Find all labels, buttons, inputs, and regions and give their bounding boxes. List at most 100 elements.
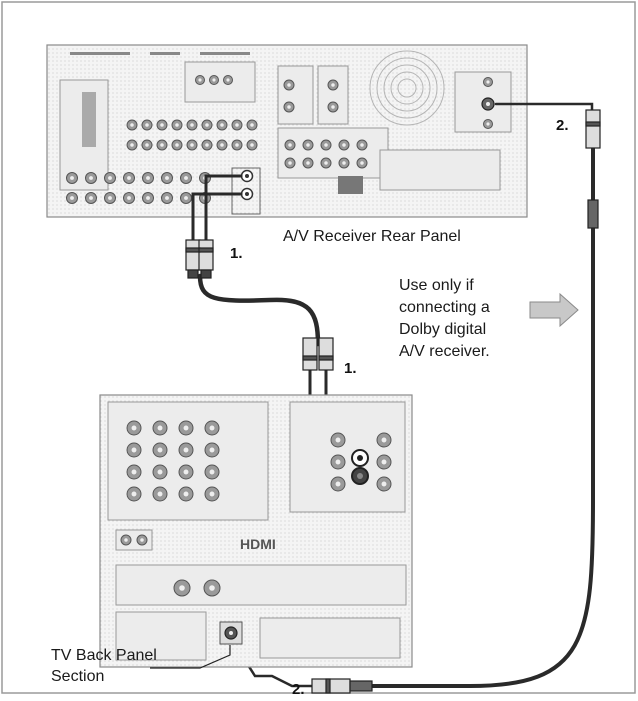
receiver-jack-center bbox=[486, 80, 490, 84]
tv-leader-line bbox=[150, 645, 231, 669]
tv-title-line-1: TV Back Panel bbox=[51, 647, 157, 664]
note-line-2: connecting a bbox=[399, 299, 490, 316]
tv-jack-center bbox=[209, 469, 215, 475]
tv-jack-center bbox=[131, 469, 137, 475]
receiver-jack-center bbox=[89, 196, 93, 200]
receiver-jack-center bbox=[70, 196, 74, 200]
tv-jack-center bbox=[131, 425, 137, 431]
receiver-jack-center bbox=[324, 161, 328, 165]
receiver-jack-center bbox=[165, 196, 169, 200]
rca-plugs-receiver bbox=[185, 239, 214, 279]
tv-jacks bbox=[120, 420, 392, 597]
step-2-top: 2. bbox=[556, 117, 569, 134]
receiver-jack-center bbox=[145, 123, 149, 127]
tv-jack-center bbox=[209, 447, 215, 453]
step-1-top: 1. bbox=[230, 245, 243, 262]
tv-jack-center bbox=[381, 481, 387, 487]
tv-title-line-2: Section bbox=[51, 668, 104, 685]
receiver-jack-center bbox=[287, 105, 291, 109]
receiver-jack-center bbox=[306, 161, 310, 165]
receiver-jack-center bbox=[331, 83, 335, 87]
receiver-jack-center bbox=[160, 123, 164, 127]
receiver-jack-center bbox=[360, 143, 364, 147]
receiver-jack-center bbox=[130, 143, 134, 147]
receiver-jack-center bbox=[146, 196, 150, 200]
receiver-jack-center bbox=[184, 196, 188, 200]
receiver-jack-center bbox=[175, 143, 179, 147]
receiver-rear-panel bbox=[46, 44, 528, 218]
receiver-jack-center bbox=[486, 122, 490, 126]
receiver-jack-center bbox=[108, 196, 112, 200]
receiver-jack-center bbox=[250, 123, 254, 127]
tv-jack-center bbox=[157, 469, 163, 475]
receiver-jack-center bbox=[235, 143, 239, 147]
receiver-jack-center bbox=[288, 143, 292, 147]
receiver-jack-center bbox=[190, 123, 194, 127]
tv-jack-center bbox=[209, 491, 215, 497]
receiver-jack-center bbox=[130, 123, 134, 127]
receiver-jack-center bbox=[212, 78, 216, 82]
tv-jack-center bbox=[157, 491, 163, 497]
receiver-jack-center bbox=[70, 176, 74, 180]
receiver-jack-center bbox=[89, 176, 93, 180]
tv-jack-center bbox=[381, 459, 387, 465]
receiver-jack-center bbox=[145, 143, 149, 147]
note-line-3: Dolby digital bbox=[399, 321, 486, 338]
tv-jack-center bbox=[183, 425, 189, 431]
receiver-jack-center bbox=[184, 176, 188, 180]
receiver-title: A/V Receiver Rear Panel bbox=[283, 228, 461, 245]
note-line-1: Use only if bbox=[399, 277, 474, 294]
receiver-jack-center bbox=[205, 143, 209, 147]
step-1-mid: 1. bbox=[344, 360, 357, 377]
receiver-jack-center bbox=[165, 176, 169, 180]
tv-jack-center bbox=[209, 585, 215, 591]
receiver-jack-center bbox=[127, 196, 131, 200]
receiver-jack-center bbox=[146, 176, 150, 180]
receiver-jack-center bbox=[198, 78, 202, 82]
rca-plugs-tv bbox=[302, 337, 334, 371]
receiver-jack-center bbox=[331, 105, 335, 109]
tv-jack-center bbox=[131, 447, 137, 453]
tv-jack-center bbox=[183, 469, 189, 475]
receiver-jack-center bbox=[220, 143, 224, 147]
receiver-jack-center bbox=[288, 161, 292, 165]
receiver-jacks bbox=[66, 75, 493, 204]
receiver-jack-center bbox=[250, 143, 254, 147]
tv-jack-center bbox=[335, 437, 341, 443]
tv-jack-center bbox=[183, 491, 189, 497]
receiver-jack-center bbox=[306, 143, 310, 147]
tv-jack-center bbox=[335, 459, 341, 465]
note-line-4: A/V receiver. bbox=[399, 343, 490, 360]
tv-jack-center bbox=[157, 447, 163, 453]
tv-back-panel: HDMI bbox=[99, 394, 413, 668]
receiver-jack-center bbox=[190, 143, 194, 147]
receiver-jack-center bbox=[220, 123, 224, 127]
receiver-jack-center bbox=[108, 176, 112, 180]
receiver-jack-center bbox=[205, 123, 209, 127]
receiver-jack-center bbox=[235, 123, 239, 127]
receiver-jack-center bbox=[226, 78, 230, 82]
tv-jack-center bbox=[179, 585, 185, 591]
note-arrow-icon bbox=[529, 292, 579, 328]
receiver-jack-center bbox=[127, 176, 131, 180]
tv-jack-center bbox=[140, 538, 144, 542]
tv-jack-center bbox=[209, 425, 215, 431]
fan-vent bbox=[369, 50, 445, 126]
tv-jack-center bbox=[381, 437, 387, 443]
receiver-jack-center bbox=[324, 143, 328, 147]
tv-hdmi-logo: HDMI bbox=[240, 536, 276, 552]
receiver-jack-center bbox=[175, 123, 179, 127]
receiver-jack-center bbox=[287, 83, 291, 87]
tv-jack-center bbox=[131, 491, 137, 497]
receiver-jack-center bbox=[342, 143, 346, 147]
tv-jack-center bbox=[183, 447, 189, 453]
digital-plug-top bbox=[585, 109, 601, 229]
step-2-bottom: 2. bbox=[292, 681, 305, 696]
tv-jack-center bbox=[124, 538, 128, 542]
receiver-jack-center bbox=[160, 143, 164, 147]
tv-jack-center bbox=[157, 425, 163, 431]
tv-jack-center bbox=[335, 481, 341, 487]
receiver-jack-center bbox=[360, 161, 364, 165]
